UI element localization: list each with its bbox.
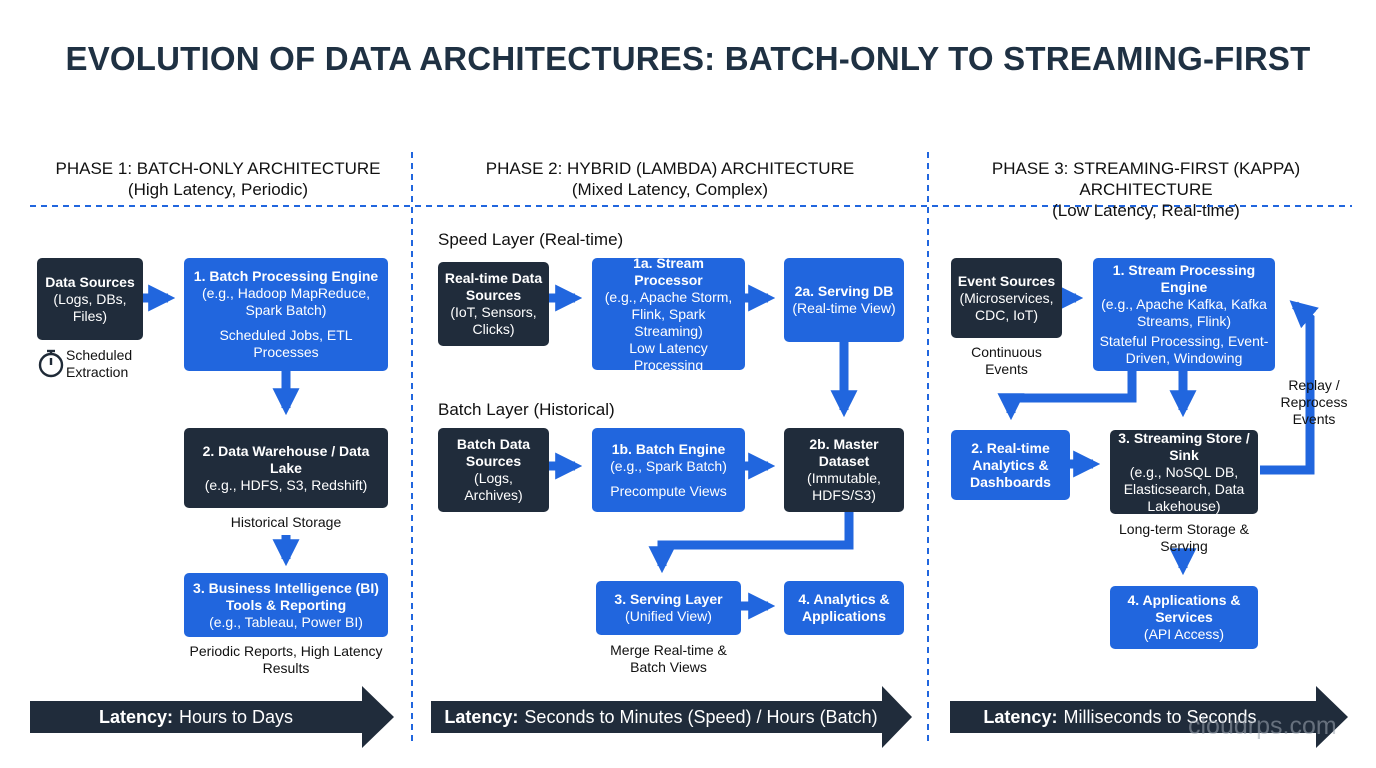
long-term-storage-caption: Long-term Storage & Serving	[1119, 521, 1249, 554]
batch-processing-engine-box: 1. Batch Processing Engine(e.g., Hadoop …	[184, 258, 388, 371]
phase2-heading: PHASE 2: HYBRID (LAMBDA) ARCHITECTURE(Mi…	[485, 159, 855, 199]
realtime-analytics-box: 2. Real-time Analytics & Dashboards	[951, 430, 1070, 500]
data-warehouse-box: 2. Data Warehouse / Data Lake(e.g., HDFS…	[184, 428, 388, 508]
merge-views-caption: Merge Real-time & Batch Views	[610, 642, 727, 675]
replay-reprocess-caption: Replay / Reprocess Events	[1280, 377, 1348, 427]
phase3-latency-banner: Latency:Milliseconds to Seconds	[983, 706, 1257, 727]
serving-layer-box: 3. Serving Layer(Unified View)	[596, 581, 741, 635]
phase2-latency-banner: Latency:Seconds to Minutes (Speed) / Hou…	[444, 706, 878, 727]
event-sources-box: Event Sources(Microservices, CDC, IoT)	[951, 258, 1062, 338]
applications-services-box: 4. Applications & Services(API Access)	[1110, 586, 1258, 649]
business-intelligence-box: 3. Business Intelligence (BI) Tools & Re…	[184, 573, 388, 637]
batch-layer-label: Batch Layer (Historical)	[438, 400, 615, 419]
page-title: EVOLUTION OF DATA ARCHITECTURES: BATCH-O…	[65, 40, 1311, 77]
stream-processing-engine-box: 1. Stream Processing Engine(e.g., Apache…	[1093, 258, 1275, 371]
historical-storage-caption: Historical Storage	[230, 514, 342, 530]
streaming-store-box: 3. Streaming Store / Sink(e.g., NoSQL DB…	[1110, 430, 1258, 514]
serving-db-box: 2a. Serving DB(Real-time View)	[784, 258, 904, 342]
analytics-applications-box: 4. Analytics & Applications	[784, 581, 904, 635]
stream-processor-box: 1a. Stream Processor(e.g., Apache Storm,…	[592, 255, 745, 373]
watermark: cloudrps.com	[1188, 712, 1337, 740]
continuous-events-caption: Continuous Events	[971, 344, 1042, 377]
scheduled-extraction-caption: Scheduled Extraction	[66, 347, 133, 380]
speed-layer-label: Speed Layer (Real-time)	[438, 230, 624, 249]
phase1-latency-banner: Latency:Hours to Days	[98, 706, 294, 727]
batch-sources-box: Batch Data Sources(Logs, Archives)	[438, 428, 549, 512]
data-sources-box: Data Sources(Logs, DBs, Files)	[37, 258, 143, 340]
batch-engine-box: 1b. Batch Engine(e.g., Spark Batch) Prec…	[592, 428, 745, 512]
phase1-heading: PHASE 1: BATCH-ONLY ARCHITECTURE(High La…	[55, 159, 381, 199]
periodic-reports-caption: Periodic Reports, High Latency Results	[189, 643, 383, 676]
phase3-heading: PHASE 3: STREAMING-FIRST (KAPPA) ARCHITE…	[991, 159, 1301, 220]
stopwatch-icon	[38, 349, 64, 378]
realtime-sources-box: Real-time Data Sources(IoT, Sensors, Cli…	[438, 262, 549, 346]
master-dataset-box: 2b. Master Dataset(Immutable, HDFS/S3)	[784, 428, 904, 512]
